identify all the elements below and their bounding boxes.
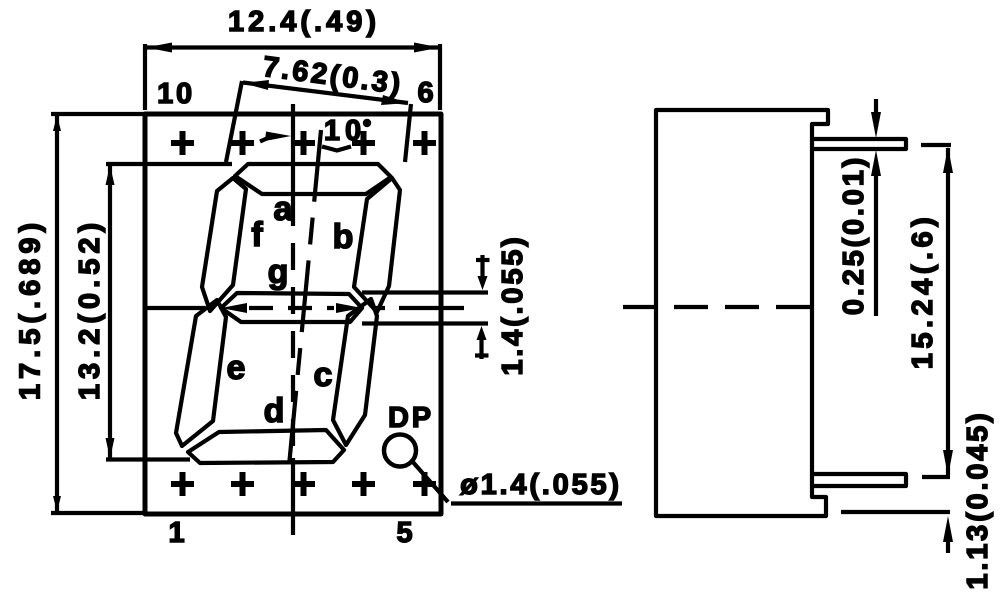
svg-text:b: b (333, 218, 354, 256)
svg-text:1.4(.055): 1.4(.055) (497, 234, 529, 375)
svg-text:0.25(0.01): 0.25(0.01) (838, 155, 870, 315)
svg-text:e: e (227, 349, 246, 387)
svg-text:g: g (268, 253, 289, 291)
svg-text:d: d (264, 392, 285, 430)
svg-text:13.2(0.52): 13.2(0.52) (74, 218, 106, 400)
svg-text:DP: DP (388, 402, 434, 434)
svg-text:c: c (314, 356, 333, 394)
svg-text:a: a (274, 190, 294, 228)
svg-text:5: 5 (397, 517, 416, 549)
svg-text:10: 10 (324, 115, 366, 147)
svg-text:1: 1 (169, 517, 188, 549)
svg-text:1.13(0.045): 1.13(0.045) (962, 410, 994, 589)
svg-text:ø1.4(.055): ø1.4(.055) (460, 469, 622, 501)
svg-text:f: f (251, 216, 263, 254)
svg-text:15.24(.6): 15.24(.6) (907, 213, 939, 370)
svg-text:12.4(.49): 12.4(.49) (228, 6, 380, 38)
svg-text:6: 6 (418, 77, 437, 109)
svg-text:10: 10 (157, 78, 195, 110)
svg-text:17.5(.689): 17.5(.689) (15, 218, 47, 400)
